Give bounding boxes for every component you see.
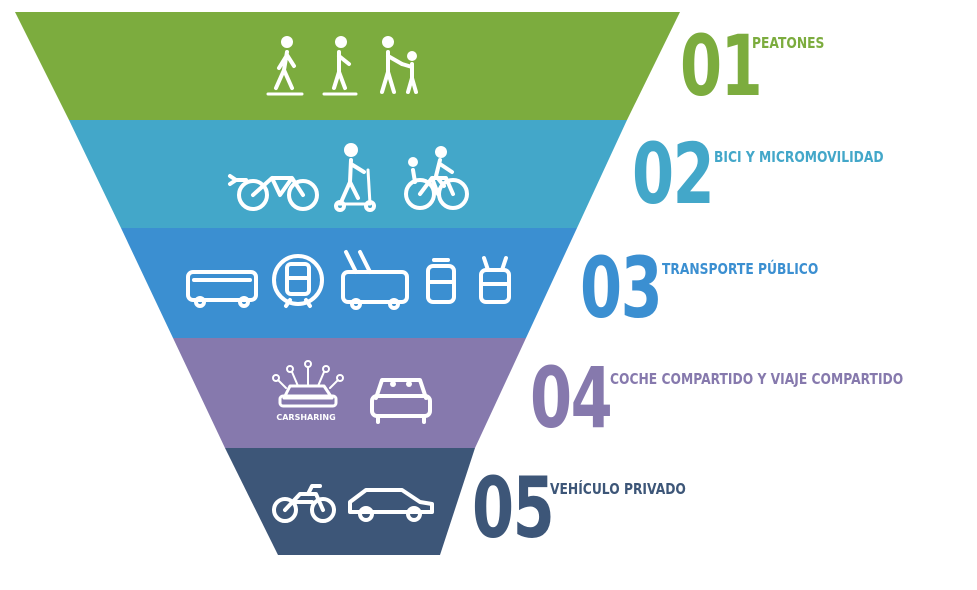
shared-car-front-icon <box>370 378 432 424</box>
carsharing-icon <box>272 360 344 408</box>
tier-5-band <box>225 448 475 555</box>
tier-1-title: PEATONES <box>752 34 825 52</box>
tier-1-shape <box>15 12 680 120</box>
tier-5-number: 05 <box>472 459 555 557</box>
tier-2-title: BICI Y MICROMOVILIDAD <box>714 148 884 166</box>
tier-2-shape <box>69 120 627 228</box>
adult-child-walking-icon <box>380 36 418 94</box>
tier-3-number: 03 <box>580 239 663 337</box>
scooter-kick-icon <box>322 36 358 96</box>
trolleybus-front-icon <box>479 256 511 304</box>
tier-4-shape <box>173 338 526 448</box>
bus-icon <box>186 270 258 308</box>
trolleybus-icon <box>341 250 409 310</box>
tram-icon <box>426 258 456 304</box>
tier-4-band: CARSHARING <box>173 338 526 448</box>
tier-2-number: 02 <box>632 125 715 223</box>
motorcycle-icon <box>272 484 336 523</box>
tier-1-number: 01 <box>680 17 763 115</box>
metro-icon <box>272 254 324 308</box>
tier-4-title: COCHE COMPARTIDO Y VIAJE COMPARTIDO <box>610 370 904 388</box>
walking-person-icon <box>266 36 304 96</box>
kick-scooter-rider-icon <box>334 143 376 212</box>
tier-3-shape <box>121 228 577 338</box>
tier-4-number: 04 <box>530 349 613 447</box>
tier-3-band <box>121 228 577 338</box>
carsharing-icon-label: CARSHARING <box>276 413 335 422</box>
family-bicycle-icon <box>404 146 469 210</box>
tier-2-band <box>69 120 627 228</box>
tier-5-title: VEHÍCULO PRIVADO <box>550 480 686 498</box>
electric-bike-icon <box>228 174 319 211</box>
tier-3-title: TRANSPORTE PÚBLICO <box>662 260 819 278</box>
car-icon <box>348 488 434 522</box>
tier-1-band <box>15 12 680 120</box>
